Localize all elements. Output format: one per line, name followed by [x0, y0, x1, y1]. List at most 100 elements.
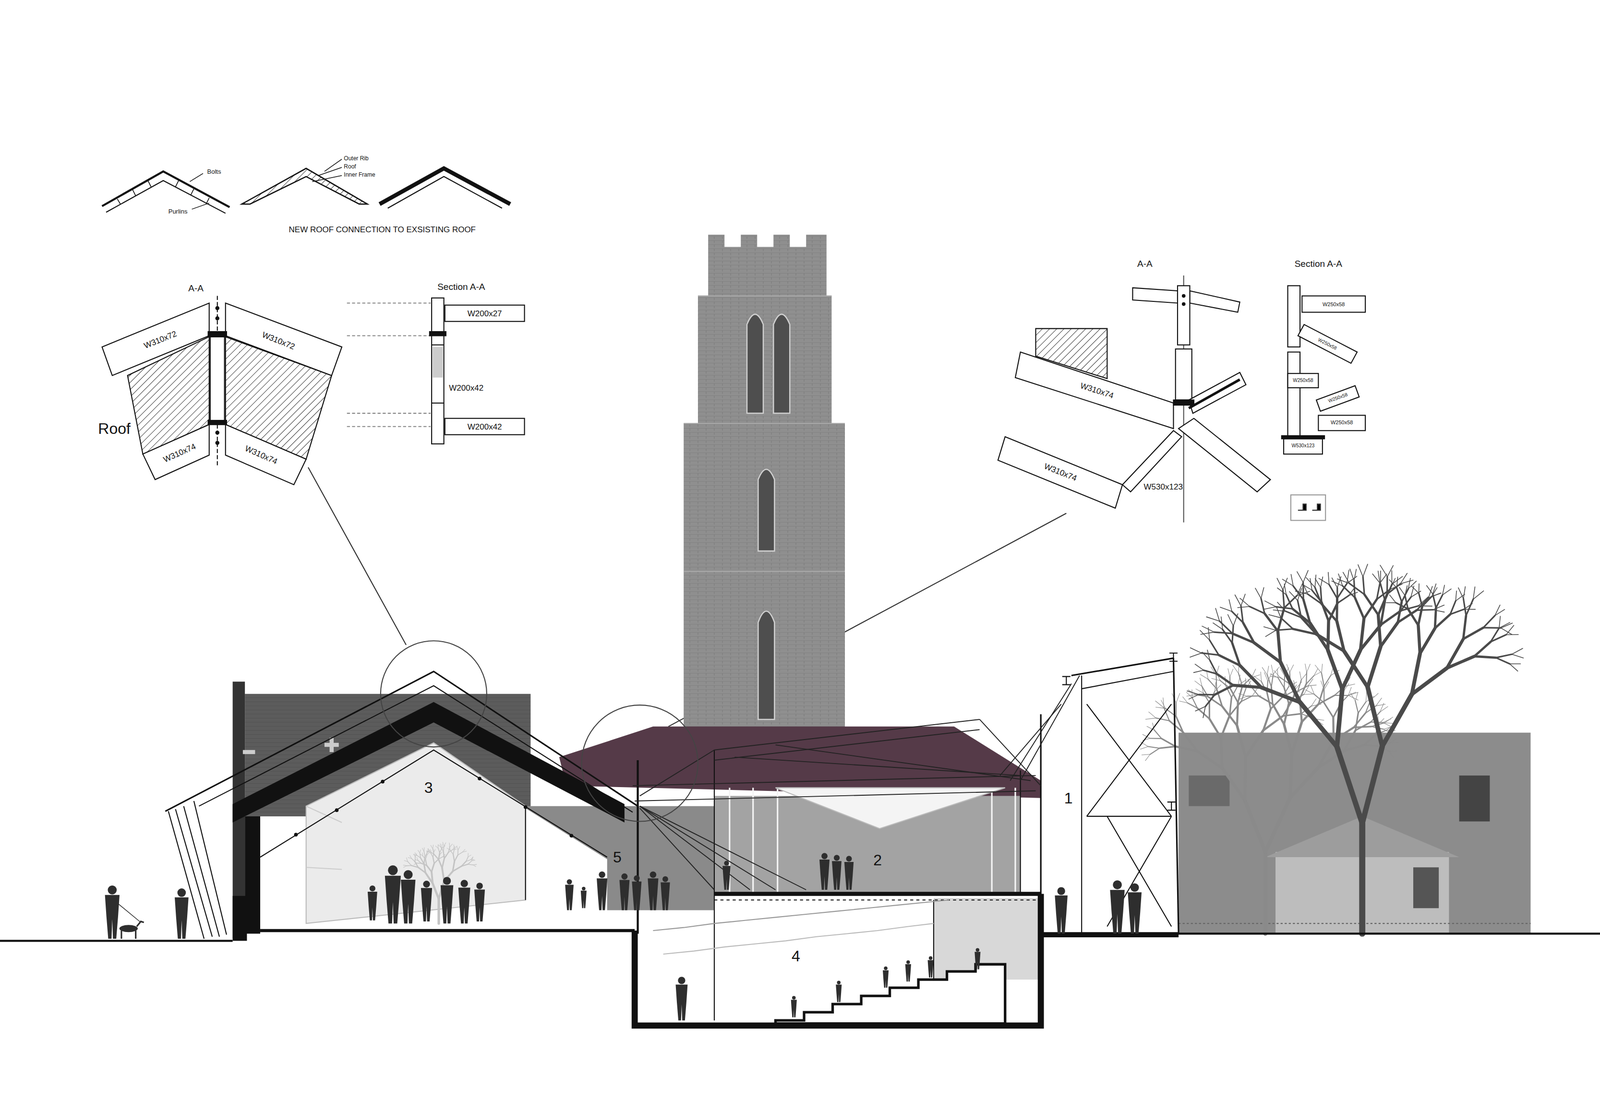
person-body: [819, 859, 830, 891]
person-head: [1112, 880, 1122, 890]
person-body: [831, 861, 842, 891]
member-size: W250x58: [1292, 378, 1313, 384]
tree-branch: [1145, 754, 1151, 761]
person-body: [474, 890, 485, 922]
tree-branch: [1378, 718, 1384, 725]
tree-branch: [1275, 628, 1294, 631]
tree-branch: [1329, 584, 1338, 599]
tree-branch: [1390, 742, 1399, 744]
tree-branch: [433, 857, 434, 864]
person-silhouette: [882, 966, 889, 988]
person-silhouette: [1127, 883, 1142, 934]
tree-branch: [1348, 692, 1359, 696]
person-head: [837, 980, 841, 985]
tree-branch: [414, 853, 417, 856]
tree-branch: [406, 865, 412, 867]
person-body: [440, 885, 454, 925]
dog-legs: [121, 921, 145, 939]
tree-branch: [1314, 575, 1316, 588]
callout-number: 3: [424, 780, 434, 796]
tree-branch: [1271, 674, 1274, 687]
tree-branch: [1405, 585, 1408, 596]
tree-branch: [1327, 650, 1343, 690]
tree-branch: [1301, 617, 1317, 635]
tree-branch: [1315, 578, 1321, 588]
tree-branch: [1211, 678, 1221, 682]
person-silhouette: [565, 879, 574, 911]
person-silhouette: [367, 885, 378, 921]
tree-branch: [1190, 653, 1202, 658]
tree-branch: [1434, 614, 1451, 629]
tree-branch: [1155, 718, 1170, 722]
person-head: [403, 870, 413, 880]
tree-branch: [467, 853, 469, 858]
tree-branch: [1290, 574, 1294, 587]
tree-branch: [1321, 603, 1337, 622]
tree-branch: [1186, 694, 1196, 697]
tree-branch: [1336, 746, 1363, 824]
tree-branch: [1233, 685, 1262, 688]
tree-branch: [1283, 675, 1286, 688]
tree-branch: [1271, 664, 1274, 674]
tree-branch: [425, 859, 427, 867]
member-size: W310x72: [142, 329, 178, 351]
tree-branch: [1358, 702, 1366, 714]
callout-number: 5: [613, 849, 622, 866]
tree-branch: [1148, 711, 1156, 719]
person-head: [975, 948, 980, 952]
tree-branch: [1228, 599, 1232, 612]
tree-branch: [1355, 692, 1358, 702]
tree-branch: [1238, 693, 1248, 697]
tree-branch: [1195, 706, 1206, 711]
tree-branch: [1359, 823, 1366, 935]
view-title: A-A: [188, 283, 204, 293]
tree-branch: [423, 847, 425, 852]
person-head: [792, 996, 796, 1000]
tree-branch: [457, 846, 458, 851]
tree-branch: [1474, 656, 1496, 658]
tree-branch: [1289, 664, 1294, 673]
member-size: W250x58: [1330, 420, 1353, 426]
person-silhouette: [580, 887, 587, 909]
person-head: [649, 871, 657, 879]
tree-branch: [1358, 565, 1363, 578]
tree-branch: [1263, 852, 1268, 934]
tree-branch: [449, 844, 453, 848]
person-head: [369, 885, 376, 892]
tree-branch: [1318, 578, 1329, 585]
tree-branch: [1205, 694, 1216, 707]
tree-branch: [1463, 599, 1466, 616]
tree-branch: [1344, 745, 1365, 752]
tree-branch: [426, 851, 428, 856]
tree-branch: [1203, 706, 1206, 719]
tree-branch: [1268, 614, 1281, 619]
tree-branch: [470, 859, 475, 861]
tree-branch: [1320, 577, 1324, 588]
tree-branch: [1258, 696, 1273, 705]
tree-branch: [1280, 617, 1293, 629]
tree-branch: [1432, 584, 1437, 595]
person-body: [927, 960, 934, 978]
tree-branch: [457, 852, 463, 856]
tree-branch: [1242, 622, 1254, 643]
tree-branch: [1336, 621, 1345, 652]
tree-branch: [1216, 673, 1234, 686]
tree-branch: [444, 852, 449, 859]
tree-branch: [443, 846, 445, 852]
tree-branch: [1245, 730, 1264, 758]
tree-branch: [1386, 602, 1396, 604]
tree-branch: [1383, 722, 1392, 728]
tree-branch: [1335, 598, 1339, 622]
tree-branch: [1261, 587, 1264, 599]
tree-branch: [426, 852, 430, 855]
tree-branch: [1186, 692, 1193, 698]
tree-branch: [1323, 682, 1329, 690]
part-label: Bolts: [207, 168, 222, 175]
tree-branch: [1332, 717, 1335, 741]
person-silhouette: [458, 879, 471, 924]
person-body: [835, 984, 842, 1002]
tree-branch: [1272, 704, 1285, 725]
tree-branch: [1321, 681, 1325, 690]
tree-branch: [1284, 584, 1287, 595]
